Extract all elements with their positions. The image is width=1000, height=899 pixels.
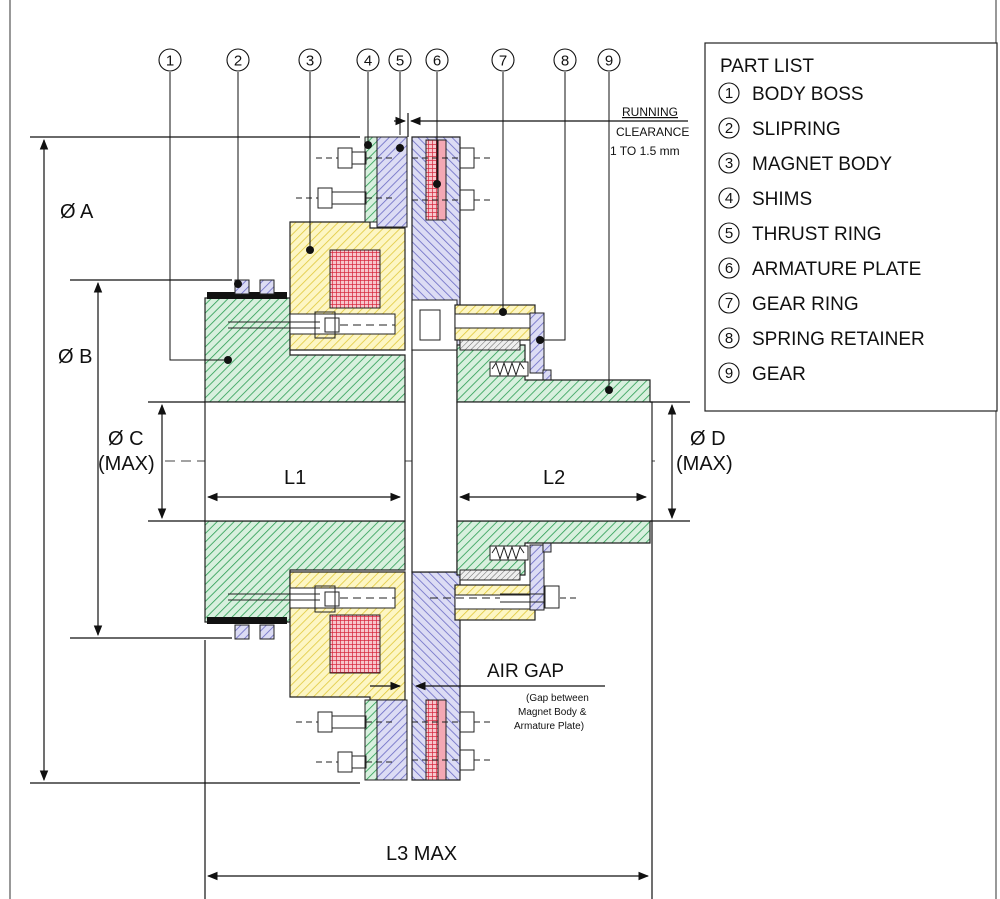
- dim-d-note: (MAX): [676, 453, 733, 475]
- part-label: ARMATURE PLATE: [752, 259, 921, 280]
- part-label: BODY BOSS: [752, 84, 864, 105]
- running-clearance-line2: CLEARANCE: [616, 125, 689, 139]
- dim-a-label: Ø A: [60, 201, 94, 223]
- air-gap-note-line1: (Gap between: [526, 693, 589, 704]
- callout-number: 2: [234, 53, 242, 70]
- callout-9: 9: [597, 48, 621, 72]
- part-number: 4: [725, 190, 733, 207]
- magnet-body: [289, 221, 406, 701]
- dim-l1-label: L1: [284, 467, 306, 489]
- bolts: [228, 147, 580, 773]
- part-list-item: 8 SPRING RETAINER: [718, 327, 925, 350]
- part-number: 6: [725, 260, 733, 277]
- dim-d-label: Ø D: [690, 428, 726, 450]
- part-list-item: 6 ARMATURE PLATE: [718, 257, 921, 280]
- part-label: MAGNET BODY: [752, 154, 892, 175]
- part-list-items: 1 BODY BOSS 2 SLIPRING 3 MAGNET BODY 4 SHIMS 5 TH…: [718, 82, 925, 385]
- part-list-item: 3 MAGNET BODY: [718, 152, 892, 175]
- callout-number: 1: [166, 53, 174, 70]
- callout-7: 7: [491, 48, 515, 72]
- part-list-item: 4 SHIMS: [718, 187, 812, 210]
- dim-c-note: (MAX): [98, 453, 155, 475]
- part-list-item: 9 GEAR: [718, 362, 806, 385]
- part-number-circle: [718, 187, 740, 209]
- part-label: SPRING RETAINER: [752, 329, 925, 350]
- callout-number: 5: [396, 53, 404, 70]
- air-gap-note-line2: Magnet Body &: [518, 707, 587, 718]
- part-number-circle: [718, 327, 740, 349]
- shims-thrust-ring: [364, 136, 408, 781]
- dim-b-label: Ø B: [58, 346, 92, 368]
- callout-3: 3: [298, 48, 322, 72]
- callout-2: 2: [226, 48, 250, 72]
- callout-8: 8: [553, 48, 577, 72]
- part-number-circle: [718, 117, 740, 139]
- part-number-circle: [718, 222, 740, 244]
- part-list-item: 5 THRUST RING: [718, 222, 881, 245]
- armature-plate: [411, 136, 461, 781]
- callout-4: 4: [356, 48, 380, 72]
- part-number: 9: [725, 365, 733, 382]
- part-label: SLIPRING: [752, 119, 841, 140]
- part-number-circle: [718, 292, 740, 314]
- part-label: SHIMS: [752, 189, 812, 210]
- dim-l2-label: L2: [543, 467, 565, 489]
- callout-number: 7: [499, 53, 507, 70]
- part-number: 7: [725, 295, 733, 312]
- part-number: 5: [725, 225, 733, 242]
- air-gap-note-line3: Armature Plate): [514, 721, 584, 732]
- callout-1: 1: [158, 48, 182, 72]
- part-number-circle: [718, 82, 740, 104]
- callout-number: 6: [433, 53, 441, 70]
- part-list-box: PART LIST 1 BODY BOSS 2 SLIPRING 3 MAGNET BOD…: [704, 42, 998, 412]
- callout-5: 5: [388, 48, 412, 72]
- part-label: GEAR: [752, 364, 806, 385]
- part-list-item: 7 GEAR RING: [718, 292, 859, 315]
- dim-l3-label: L3 MAX: [386, 843, 457, 865]
- part-list-item: 1 BODY BOSS: [718, 82, 864, 105]
- part-number: 1: [725, 85, 733, 102]
- part-number: 8: [725, 330, 733, 347]
- dimension-lines: [30, 113, 690, 899]
- part-number: 2: [725, 120, 733, 137]
- running-clearance-line1: RUNNING: [622, 105, 678, 119]
- air-gap-label: AIR GAP: [487, 661, 564, 682]
- callout-number: 4: [364, 53, 372, 70]
- callout-number: 9: [605, 53, 613, 70]
- callout-numbers: 1 2 3 4 5 6 7 8 9: [158, 48, 621, 72]
- part-number-circle: [718, 362, 740, 384]
- part-list-heading: PART LIST: [720, 56, 814, 77]
- callout-number: 3: [306, 53, 314, 70]
- part-label: GEAR RING: [752, 294, 859, 315]
- callout-number: 8: [561, 53, 569, 70]
- part-list-item: 2 SLIPRING: [718, 117, 841, 140]
- dim-c-label: Ø C: [108, 428, 144, 450]
- part-number-circle: [718, 152, 740, 174]
- running-clearance-line3: 1 TO 1.5 mm: [610, 144, 680, 158]
- callout-6: 6: [425, 48, 449, 72]
- part-number: 3: [725, 155, 733, 172]
- callout-dots: [224, 141, 613, 394]
- callout-leaders: [169, 72, 610, 390]
- part-number-circle: [718, 257, 740, 279]
- part-label: THRUST RING: [752, 224, 881, 245]
- gear: [456, 339, 653, 581]
